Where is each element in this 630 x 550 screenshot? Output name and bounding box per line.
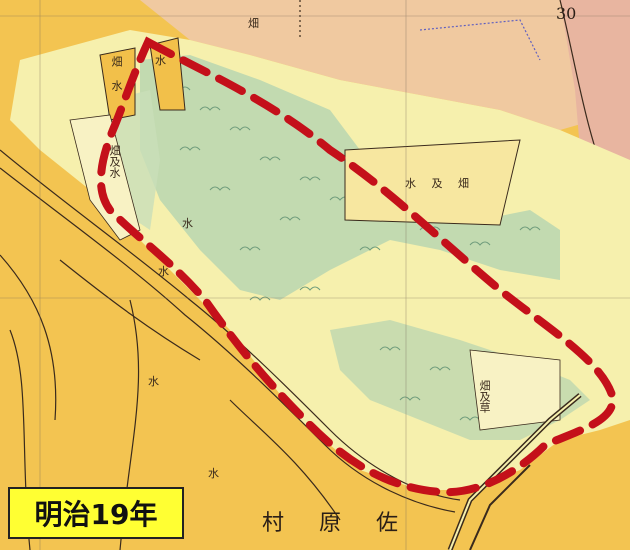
field-block-south <box>469 349 561 431</box>
roads <box>0 0 541 550</box>
village-name: 村 原 佐 <box>262 511 412 536</box>
label-left-strip-lower: 畑及水 <box>108 145 121 178</box>
label-water-4: 水 <box>155 54 166 67</box>
field-strip-top-right <box>149 37 186 111</box>
label-field-block: 水 及 畑 <box>405 177 475 190</box>
label-field-block-south: 畑及草 <box>478 380 491 413</box>
label-left-strip-upper: 畑 水 <box>110 56 123 91</box>
label-field-top: 畑 <box>248 17 259 30</box>
upper-field-area <box>140 0 630 130</box>
highlight-boundary <box>96 36 617 497</box>
label-water-2: 水 <box>148 375 159 388</box>
field-strip-top-left <box>99 47 136 121</box>
map-sheet-number: 30 <box>556 4 577 23</box>
label-water-5: 水 <box>182 217 193 230</box>
railway-bridge <box>447 393 582 550</box>
field-block <box>344 139 521 226</box>
era-label: 明治19年 <box>8 487 184 539</box>
label-water-3: 水 <box>208 467 219 480</box>
label-water-1: 水 <box>158 265 169 278</box>
field-strip-left <box>69 114 141 241</box>
